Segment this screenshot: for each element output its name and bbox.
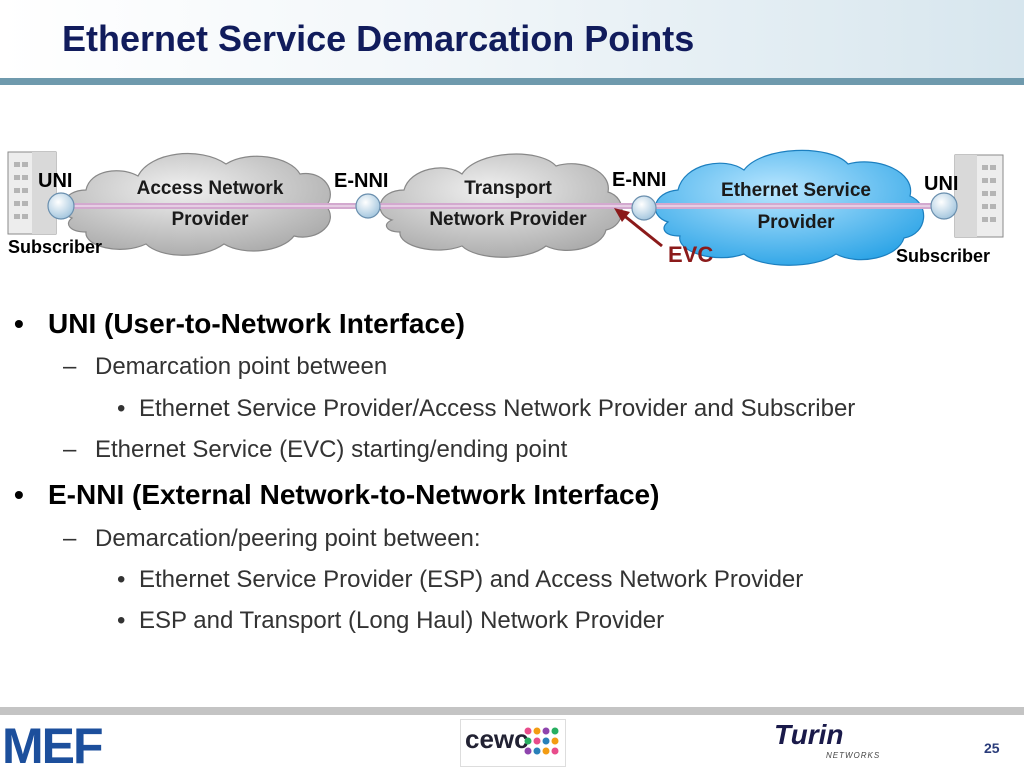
cewc-dots-icon	[524, 727, 559, 755]
access-network-label-2: Provider	[171, 209, 249, 230]
evc-pointer-line	[621, 212, 663, 248]
bullet-enni-demarcation-text: Demarcation/peering point between:	[95, 525, 481, 552]
demarcation-diagram: UNI Subscriber UNI Subscriber E-NNI E-NN…	[7, 149, 1004, 267]
footer-divider	[0, 707, 1024, 715]
turin-logo: Turin	[774, 719, 844, 750]
transport-network-label-1: Transport	[464, 178, 552, 199]
bullet-uni-demarcation-text: Demarcation point between	[95, 353, 388, 380]
uni-right-label: UNI	[924, 173, 958, 195]
bullet-enni-esp-access: • Ethernet Service Provider (ESP) and Ac…	[117, 566, 804, 593]
slide-title: Ethernet Service Demarcation Points	[62, 18, 695, 59]
uni-left-label: UNI	[38, 170, 72, 192]
mef-logo: MEF	[2, 718, 104, 774]
slide-footer: MEF cewc Turin NETWORKS 25	[0, 707, 1024, 774]
bullet-enni-esp-transport-text: ESP and Transport (Long Haul) Network Pr…	[139, 607, 665, 634]
access-network-label-1: Access Network	[137, 178, 284, 199]
subscriber-left-label: Subscriber	[8, 237, 102, 257]
title-divider	[0, 78, 1024, 85]
bullet-enni-esp-access-text: Ethernet Service Provider (ESP) and Acce…	[139, 566, 804, 593]
bullet-uni-parties: • Ethernet Service Provider/Access Netwo…	[117, 395, 856, 422]
bullet-enni-text: E-NNI (External Network-to-Network Inter…	[48, 479, 660, 510]
transport-network-label-2: Network Provider	[429, 209, 587, 230]
evc-arrowhead-icon	[614, 208, 630, 222]
bullet-uni-text: UNI (User-to-Network Interface)	[48, 308, 465, 339]
enni-1-label: E-NNI	[334, 170, 388, 192]
enni-2-label: E-NNI	[612, 169, 666, 191]
bullet-uni-parties-text: Ethernet Service Provider/Access Network…	[139, 395, 856, 422]
turin-logo-sub: NETWORKS	[826, 751, 881, 760]
bullet-enni-esp-transport: • ESP and Transport (Long Haul) Network …	[117, 607, 665, 634]
bullet-uni-demarcation: – Demarcation point between	[63, 353, 388, 380]
bullet-enni-demarcation: – Demarcation/peering point between:	[63, 525, 481, 552]
esp-label-2: Provider	[757, 212, 835, 233]
bullet-enni: • E-NNI (External Network-to-Network Int…	[14, 479, 660, 510]
uni-right-node	[930, 192, 958, 220]
evc-label: EVC	[668, 242, 713, 267]
title-bar	[0, 0, 1024, 78]
bullet-uni-evc-text: Ethernet Service (EVC) starting/ending p…	[95, 436, 568, 463]
page-number: 25	[984, 740, 1000, 756]
cewc-logo: cewc	[460, 719, 566, 767]
bullet-uni-evc: – Ethernet Service (EVC) starting/ending…	[63, 436, 568, 463]
enni-2-node	[631, 195, 657, 221]
bullet-uni: • UNI (User-to-Network Interface)	[14, 308, 465, 339]
subscriber-building-right-icon	[954, 154, 1004, 238]
uni-left-node	[47, 192, 75, 220]
subscriber-building-left-icon	[7, 151, 57, 235]
esp-label-1: Ethernet Service	[721, 180, 871, 201]
enni-1-node	[355, 193, 381, 219]
subscriber-right-label: Subscriber	[896, 246, 990, 266]
cewc-logo-text: cewc	[465, 724, 529, 754]
